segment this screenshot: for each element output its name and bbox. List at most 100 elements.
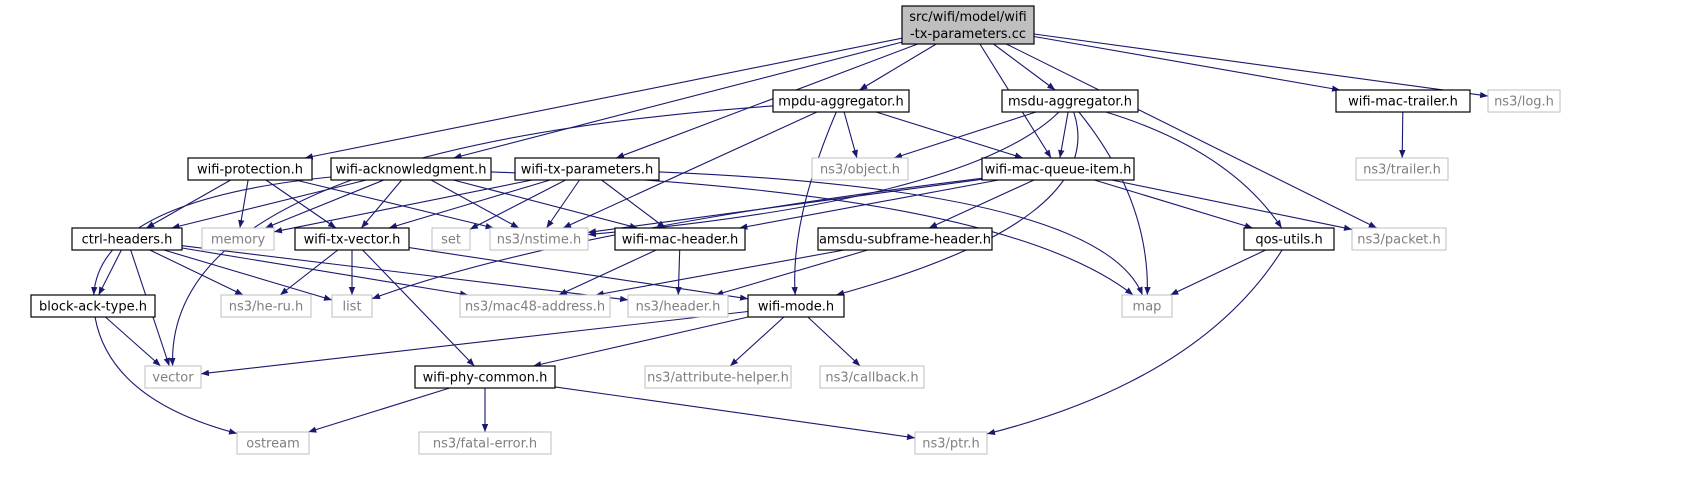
- node-box: [901, 5, 1035, 45]
- node-box: [30, 294, 156, 318]
- node-box: [236, 431, 310, 455]
- node-wifi-protection[interactable]: wifi-protection.h: [187, 157, 313, 181]
- node-ns3-nstime: ns3/nstime.h: [489, 227, 589, 251]
- node-box: [819, 365, 925, 389]
- node-wifi-acknowledgment[interactable]: wifi-acknowledgment.h: [330, 157, 492, 181]
- edge-wifi-acknowledgment-to-ns3-nstime: [430, 179, 520, 229]
- node-box: [914, 431, 988, 455]
- node-label: wifi-phy-common.h: [423, 371, 548, 386]
- node-label: vector: [152, 371, 194, 386]
- edge-mpdu-aggregator-to-wifi-mode: [791, 111, 837, 296]
- node-mpdu-aggregator[interactable]: mpdu-aggregator.h: [772, 89, 910, 113]
- node-root[interactable]: src/wifi/model/wifi-tx-parameters.cc: [901, 5, 1035, 45]
- edge-msdu-aggregator-to-ns3-nstime: [587, 111, 1060, 238]
- node-box: [614, 227, 746, 251]
- node-wifi-mac-trailer[interactable]: wifi-mac-trailer.h: [1335, 89, 1471, 113]
- edge-wifi-tx-parameters-h-to-set: [469, 179, 566, 230]
- node-label: qos-utils.h: [1255, 233, 1322, 248]
- edge-root-to-wifi-acknowledgment: [453, 41, 903, 160]
- edge-root-to-msdu-aggregator: [993, 43, 1056, 91]
- node-msdu-aggregator[interactable]: msdu-aggregator.h: [1001, 89, 1139, 113]
- edge-wifi-mac-queue-item-to-qos-utils: [1094, 179, 1253, 229]
- node-label: wifi-tx-vector.h: [304, 233, 401, 248]
- node-box: [144, 365, 202, 389]
- node-box: [489, 227, 589, 251]
- node-box: [1243, 227, 1335, 251]
- node-box: [431, 227, 471, 251]
- node-box: [1355, 157, 1449, 181]
- node-wifi-mac-header[interactable]: wifi-mac-header.h: [614, 227, 746, 251]
- node-memory: memory: [201, 227, 275, 251]
- node-box: [1001, 89, 1139, 113]
- edge-wifi-phy-common-to-ns3-ptr: [554, 386, 916, 440]
- edge-wifi-tx-parameters-h-to-ns3-nstime: [546, 179, 580, 229]
- file-nodes: src/wifi/model/wifi-tx-parameters.cc mpdu…: [30, 5, 1561, 455]
- edge-ctrl-headers-to-list: [163, 249, 333, 301]
- node-box: [644, 365, 792, 389]
- edge-ctrl-headers-to-ns3-he-ru: [149, 249, 244, 296]
- node-label: wifi-mac-queue-item.h: [985, 163, 1132, 178]
- node-map: map: [1121, 294, 1173, 318]
- edge-wifi-acknowledgment-to-block-ack-type: [91, 176, 332, 296]
- node-wifi-phy-common[interactable]: wifi-phy-common.h: [414, 365, 556, 389]
- node-box: [817, 227, 993, 251]
- node-box: [418, 431, 552, 455]
- node-ctrl-headers[interactable]: ctrl-headers.h: [71, 227, 183, 251]
- node-ns3-he-ru: ns3/he-ru.h: [220, 294, 312, 318]
- node-box: [414, 365, 556, 389]
- node-ns3-mac48-address: ns3/mac48-address.h: [459, 294, 611, 318]
- node-list: list: [331, 294, 373, 318]
- node-ns3-object: ns3/object.h: [811, 157, 909, 181]
- edge-ctrl-headers-to-ns3-header: [181, 245, 629, 303]
- node-wifi-tx-parameters-h[interactable]: wifi-tx-parameters.h: [514, 157, 660, 181]
- edge-root-to-mpdu-aggregator: [859, 43, 937, 91]
- node-box: [294, 227, 410, 251]
- edge-root-to-wifi-tx-parameters-h: [615, 43, 918, 159]
- node-box: [627, 294, 729, 318]
- node-label: ns3/he-ru.h: [229, 300, 304, 315]
- node-wifi-tx-vector[interactable]: wifi-tx-vector.h: [294, 227, 410, 251]
- node-label: wifi-protection.h: [197, 163, 303, 178]
- edge-ctrl-headers-to-block-ack-type: [98, 249, 122, 296]
- node-box: [1121, 294, 1173, 318]
- edge-wifi-tx-vector-to-ns3-he-ru: [279, 249, 339, 296]
- node-label: ns3/object.h: [820, 163, 900, 178]
- node-amsdu-subframe-header[interactable]: amsdu-subframe-header.h: [817, 227, 993, 251]
- edge-qos-utils-to-ns3-ptr: [986, 249, 1283, 436]
- edge-mpdu-aggregator-to-ns3-nstime: [562, 111, 818, 229]
- edge-root-to-wifi-protection: [304, 37, 903, 160]
- node-block-ack-type[interactable]: block-ack-type.h: [30, 294, 156, 318]
- node-wifi-mode[interactable]: wifi-mode.h: [747, 294, 845, 318]
- node-ns3-ptr: ns3/ptr.h: [914, 431, 988, 455]
- node-label: list: [342, 300, 361, 315]
- node-label: wifi-tx-parameters.h: [521, 163, 653, 178]
- edge-root-to-wifi-mac-trailer: [1033, 35, 1341, 92]
- node-qos-utils[interactable]: qos-utils.h: [1243, 227, 1335, 251]
- node-box: [772, 89, 910, 113]
- node-label: ostream: [246, 437, 300, 452]
- edge-wifi-mode-to-ns3-attribute-helper: [729, 316, 785, 367]
- node-ns3-trailer: ns3/trailer.h: [1355, 157, 1449, 181]
- node-label: msdu-aggregator.h: [1008, 95, 1132, 110]
- edge-wifi-protection-to-ctrl-headers: [146, 179, 231, 229]
- node-ostream: ostream: [236, 431, 310, 455]
- edge-wifi-tx-vector-to-wifi-phy-common: [362, 249, 475, 367]
- node-label: memory: [211, 233, 266, 248]
- edge-qos-utils-to-map: [1170, 249, 1266, 296]
- node-box: [330, 157, 492, 181]
- edge-amsdu-subframe-header-to-ns3-header: [715, 249, 868, 296]
- edge-wifi-mac-queue-item-to-ns3-packet: [1111, 179, 1353, 231]
- edge-wifi-mac-queue-item-to-amsdu-subframe-header: [928, 179, 1035, 229]
- node-label: ns3/nstime.h: [497, 233, 581, 248]
- edge-wifi-mac-trailer-to-ns3-trailer: [1399, 111, 1406, 159]
- edge-ctrl-headers-to-ns3-mac48-address: [181, 247, 469, 297]
- root-label-line1: src/wifi/model/wifi: [909, 10, 1026, 25]
- edge-wifi-tx-parameters-h-to-map: [658, 171, 1144, 296]
- node-wifi-mac-queue-item[interactable]: wifi-mac-queue-item.h: [981, 157, 1135, 181]
- edge-msdu-aggregator-to-wifi-mac-queue-item: [1058, 111, 1069, 159]
- node-label: ns3/log.h: [1494, 95, 1554, 110]
- node-ns3-packet: ns3/packet.h: [1351, 227, 1447, 251]
- edge-wifi-mac-queue-item-to-wifi-mac-header: [739, 179, 999, 230]
- edge-wifi-mode-to-wifi-phy-common: [533, 316, 749, 368]
